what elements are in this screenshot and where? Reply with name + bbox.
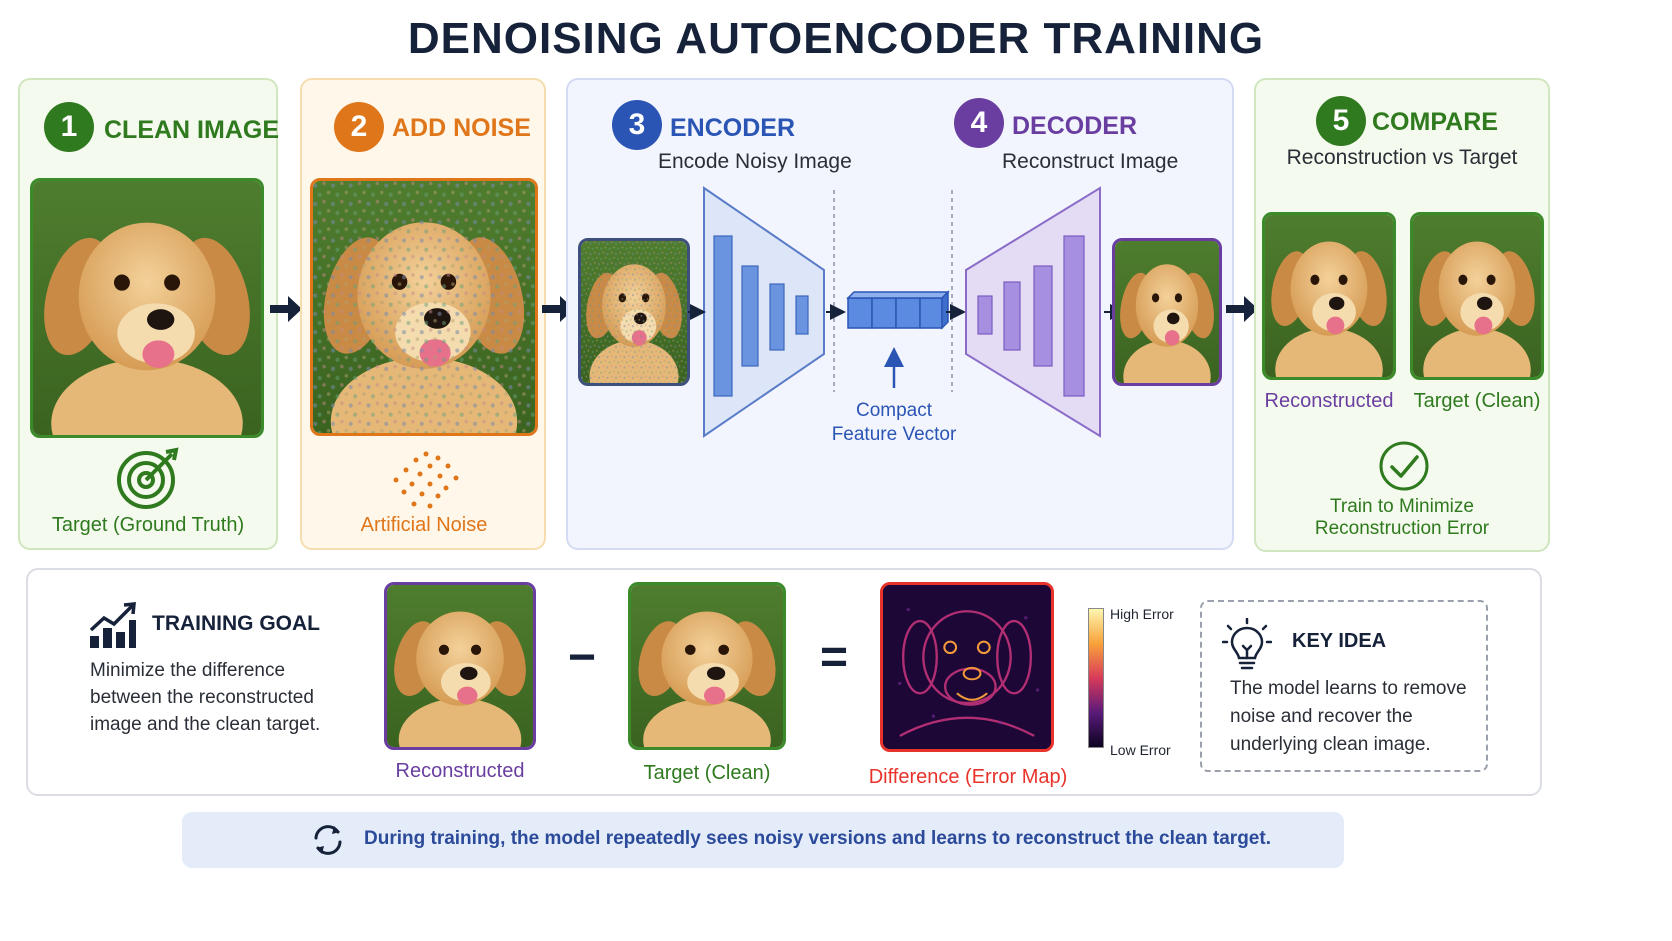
compare-reconstructed-image bbox=[1262, 212, 1396, 380]
noisy-image bbox=[310, 178, 538, 436]
lightbulb-icon bbox=[1222, 618, 1272, 670]
step-3-title: ENCODER bbox=[670, 114, 796, 142]
latent-label-line2: Feature Vector bbox=[831, 424, 957, 445]
step-3-badge: 3 bbox=[612, 100, 662, 150]
error-scale-low-label: Low Error bbox=[1110, 742, 1171, 758]
compare-target-label: Target (Clean) bbox=[1413, 390, 1541, 412]
step-5-title: COMPARE bbox=[1372, 108, 1498, 136]
latent-label-line1: Compact bbox=[855, 400, 933, 421]
step-1-badge: 1 bbox=[44, 102, 94, 152]
minus-sign: − bbox=[567, 631, 597, 684]
key-idea-title: KEY IDEA bbox=[1292, 630, 1387, 652]
key-idea-line2: noise and recover the bbox=[1230, 706, 1413, 727]
compare-target-image bbox=[1410, 212, 1544, 380]
compare-reconstructed-label: Reconstructed bbox=[1264, 390, 1394, 412]
growth-chart-icon bbox=[89, 602, 136, 648]
training-goal-title: TRAINING GOAL bbox=[152, 612, 320, 635]
training-goal-line3: image and the clean target. bbox=[90, 714, 321, 735]
checkmark-circle-icon bbox=[1379, 441, 1429, 491]
noise-dots-icon bbox=[393, 451, 459, 509]
target-icon bbox=[117, 447, 179, 509]
compare-result-line2: Reconstruction Error bbox=[1314, 518, 1490, 539]
page-title: DENOISING AUTOENCODER TRAINING bbox=[407, 14, 1265, 63]
key-idea-box: KEY IDEA The model learns to remove nois… bbox=[1200, 600, 1488, 772]
goal-target-image bbox=[628, 582, 786, 750]
compare-result-line1: Train to Minimize bbox=[1330, 496, 1474, 517]
step-2-badge: 2 bbox=[334, 102, 384, 152]
step-5-subtitle: Reconstruction vs Target bbox=[1286, 146, 1518, 169]
step-2-title: ADD NOISE bbox=[392, 114, 531, 142]
training-goal-line1: Minimize the difference bbox=[90, 660, 286, 681]
flow-arrow-icon bbox=[270, 296, 302, 322]
encoder-input-image bbox=[578, 238, 690, 386]
equals-sign: = bbox=[819, 631, 849, 684]
key-idea-line1: The model learns to remove bbox=[1230, 678, 1467, 699]
step-3-subtitle: Encode Noisy Image bbox=[658, 150, 852, 173]
decoder-output-image bbox=[1112, 238, 1222, 386]
step-4-badge: 4 bbox=[954, 98, 1004, 148]
step-5-badge: 5 bbox=[1316, 96, 1366, 146]
goal-reconstructed-label: Reconstructed bbox=[395, 760, 525, 782]
noise-caption: Artificial Noise bbox=[360, 514, 488, 536]
error-color-scale bbox=[1088, 608, 1104, 748]
step-clean-image-panel: 1 CLEAN IMAGE Target (Ground Truth) bbox=[18, 78, 279, 550]
step-add-noise-panel: 2 ADD NOISE Artificial Noise bbox=[300, 78, 546, 550]
error-scale-high-label: High Error bbox=[1110, 606, 1174, 622]
step-1-title: CLEAN IMAGE bbox=[104, 116, 279, 144]
autoencoder-network-diagram bbox=[688, 186, 1126, 438]
step-4-title: DECODER bbox=[1012, 112, 1138, 140]
encoder-decoder-panel: 3 ENCODER Encode Noisy Image 4 DECODER R… bbox=[566, 78, 1234, 550]
error-map-image bbox=[880, 582, 1054, 752]
refresh-cycle-icon bbox=[314, 825, 342, 855]
clean-image bbox=[30, 178, 264, 438]
key-idea-line3: underlying clean image. bbox=[1230, 734, 1431, 755]
training-goal-line2: between the reconstructed bbox=[90, 687, 314, 708]
footer-banner: During training, the model repeatedly se… bbox=[182, 812, 1344, 868]
goal-reconstructed-image bbox=[384, 582, 536, 750]
flow-arrow-icon bbox=[1226, 296, 1258, 322]
footer-text: During training, the model repeatedly se… bbox=[364, 828, 1271, 849]
error-map-label: Difference (Error Map) bbox=[868, 766, 1068, 788]
goal-target-label: Target (Clean) bbox=[643, 762, 771, 784]
clean-image-caption: Target (Ground Truth) bbox=[51, 514, 245, 536]
step-compare-panel: 5 COMPARE Reconstruction vs Target Recon… bbox=[1254, 78, 1550, 552]
step-4-subtitle: Reconstruct Image bbox=[1002, 150, 1179, 173]
training-goal-panel: TRAINING GOAL Minimize the difference be… bbox=[26, 568, 1542, 796]
